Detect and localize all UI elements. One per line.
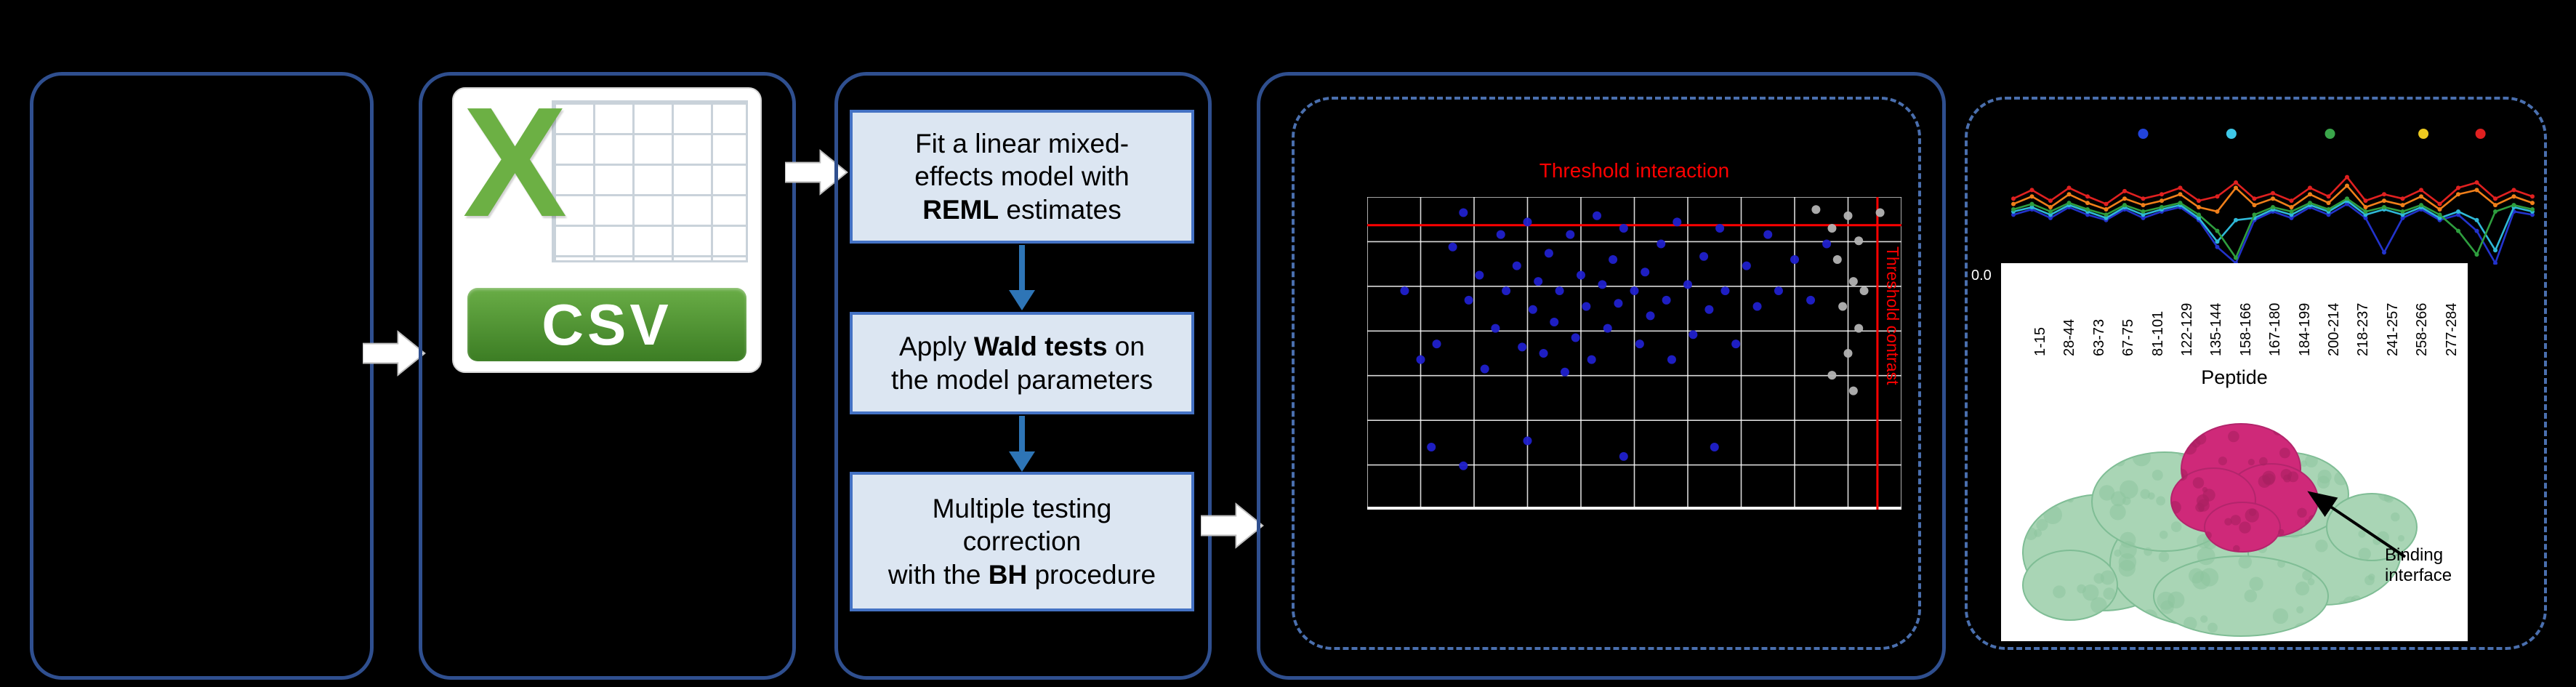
flow-arrow-2 <box>785 149 848 196</box>
peptide-tick-label: 277-284 <box>2443 302 2460 356</box>
peptide-tick-label: 122-129 <box>2179 302 2195 356</box>
peptide-axis-labels: 1-15 28-44 63-73 67-75 81-101 122-129 135-144 1… <box>2001 263 2468 365</box>
structure-result-box: 1-15 28-44 63-73 67-75 81-101 122-129 135-144 1… <box>2001 263 2468 641</box>
threshold-contrast-label: Threshold contrast <box>1883 246 1902 385</box>
peptide-tick-label: 167-180 <box>2267 302 2284 356</box>
scatter-dashed-frame <box>1292 97 1921 650</box>
peptide-tick-label: 184-199 <box>2296 302 2313 356</box>
peptide-tick-label: 67-75 <box>2120 318 2137 356</box>
down-arrow-1 <box>1019 245 1025 290</box>
panel-input-data <box>30 72 374 680</box>
peptide-tick-label: 135-144 <box>2208 302 2225 356</box>
peptide-tick-label: 241-257 <box>2384 302 2401 356</box>
flow-arrow-3 <box>1201 502 1264 549</box>
panel-csv-file <box>419 72 796 680</box>
panel-scatter-result <box>1257 72 1946 680</box>
threshold-scatter-chart <box>1367 197 1901 510</box>
binding-interface-arrow <box>2307 491 2407 558</box>
peptide-tick-label: 81-101 <box>2149 310 2166 356</box>
protein-structure-image <box>2022 423 2418 637</box>
step-wald-text: Apply Wald tests on the model parameters <box>891 332 1153 395</box>
peptide-tick-label: 218-237 <box>2355 302 2372 356</box>
excel-x-letter: X <box>462 73 568 249</box>
step-wald-box: Apply Wald tests on the model parameters <box>850 312 1194 414</box>
binding-interface-label: Binding interface <box>2385 545 2452 585</box>
peptide-tick-label: 28-44 <box>2061 318 2078 356</box>
csv-file-icon: X CSV <box>452 74 762 373</box>
step-bh-text: Multiple testing correction with the BH … <box>887 494 1156 590</box>
down-arrow-1-head <box>1009 290 1035 310</box>
structure-dashed-frame <box>1965 97 2547 650</box>
peptide-tick-label: 158-166 <box>2237 302 2254 356</box>
peptide-tick-label: 63-73 <box>2090 318 2107 356</box>
spreadsheet-grid-icon <box>552 100 749 263</box>
threshold-interaction-label: Threshold interaction <box>1539 159 1730 182</box>
peptide-profile-line-chart <box>2011 129 2535 265</box>
step-bh-box: Multiple testing correction with the BH … <box>850 472 1194 611</box>
down-arrow-2 <box>1019 416 1025 452</box>
y-axis-tick-label: 0.0 <box>1971 268 1992 284</box>
peptide-axis-title: Peptide <box>2201 366 2268 388</box>
peptide-tick-label: 200-214 <box>2326 302 2342 356</box>
step-reml-box: Fit a linear mixed- effects model with R… <box>850 110 1194 244</box>
peptide-tick-label: 258-266 <box>2414 302 2431 356</box>
flow-arrow-1 <box>363 330 426 377</box>
csv-banner-label: CSV <box>467 288 747 362</box>
down-arrow-2-head <box>1009 451 1035 472</box>
peptide-tick-label: 1-15 <box>2032 326 2048 356</box>
step-reml-text: Fit a linear mixed- effects model with R… <box>914 129 1130 225</box>
panel-model-steps <box>834 72 1212 680</box>
